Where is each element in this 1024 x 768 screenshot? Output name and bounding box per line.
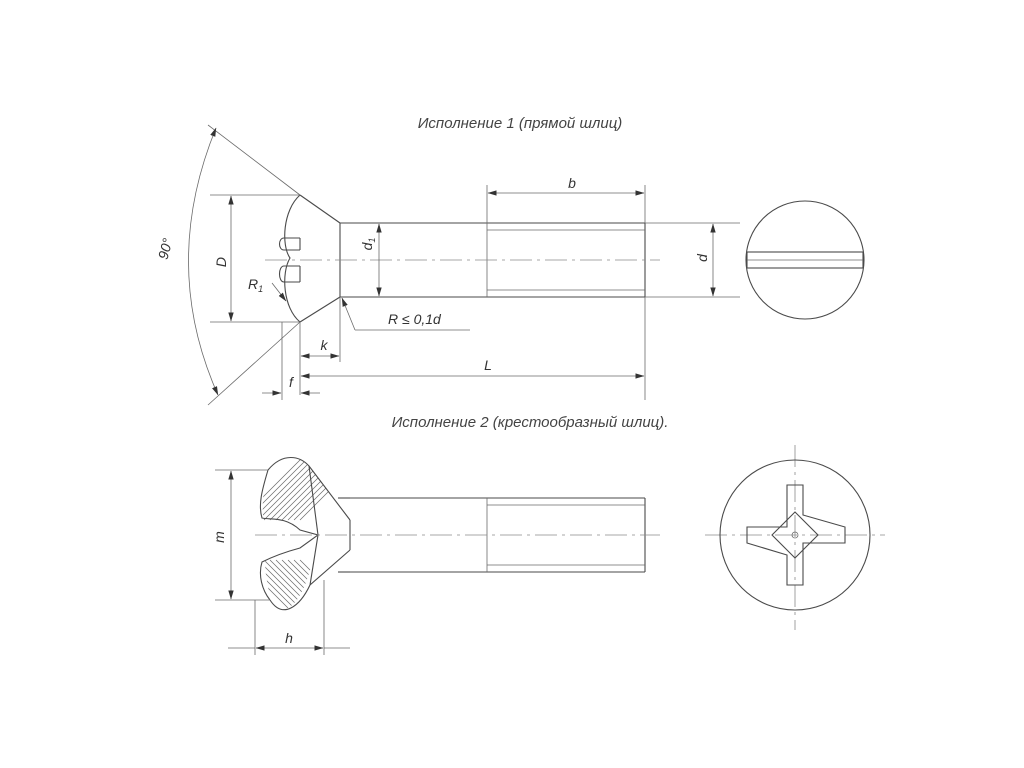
dimension-d: d	[645, 222, 740, 298]
dimension-m: m	[211, 469, 270, 601]
head-cone-top	[299, 194, 341, 224]
label-b: b	[568, 175, 576, 191]
head-slot	[278, 237, 300, 283]
end-circle	[745, 200, 865, 320]
dimension-d1: d1	[359, 223, 382, 297]
end2-circle	[719, 459, 871, 611]
label-m: m	[211, 531, 227, 543]
label-k: k	[321, 337, 329, 353]
dimension-R1: R1	[248, 276, 287, 302]
label-R-limit: R ≤ 0,1d	[388, 311, 442, 327]
angle-label: 90°	[155, 236, 176, 261]
head-cone-bottom	[299, 296, 341, 323]
screw-2-end-view	[705, 445, 885, 630]
dimension-R-limit: R ≤ 0,1d	[341, 297, 470, 331]
dimension-D: D	[210, 194, 300, 323]
screw-2-side-view	[255, 456, 660, 611]
cross-recess	[746, 484, 846, 586]
label-f: f	[289, 374, 295, 390]
angle-dimension: 90°	[155, 124, 301, 406]
screw-1-side-view	[265, 194, 660, 323]
dimension-b: b	[486, 175, 646, 223]
label-D: D	[213, 257, 229, 267]
label-h: h	[285, 630, 293, 646]
dimension-k: k	[299, 297, 341, 395]
dimension-f: f	[262, 322, 320, 400]
label-R1: R1	[248, 276, 263, 294]
label-L: L	[484, 357, 492, 373]
caption-execution-2: Исполнение 2 (крестообразный шлиц).	[392, 414, 669, 431]
caption-execution-1: Исполнение 1 (прямой шлиц)	[418, 115, 623, 132]
head-face	[284, 194, 301, 323]
cross-center-diamond	[771, 511, 819, 559]
dimension-h: h	[228, 580, 350, 655]
label-d: d	[694, 253, 710, 262]
screw-1-end-view	[745, 200, 865, 320]
head2-outline	[267, 456, 351, 611]
dimension-L: L	[300, 297, 646, 400]
label-d1: d1	[359, 238, 377, 251]
